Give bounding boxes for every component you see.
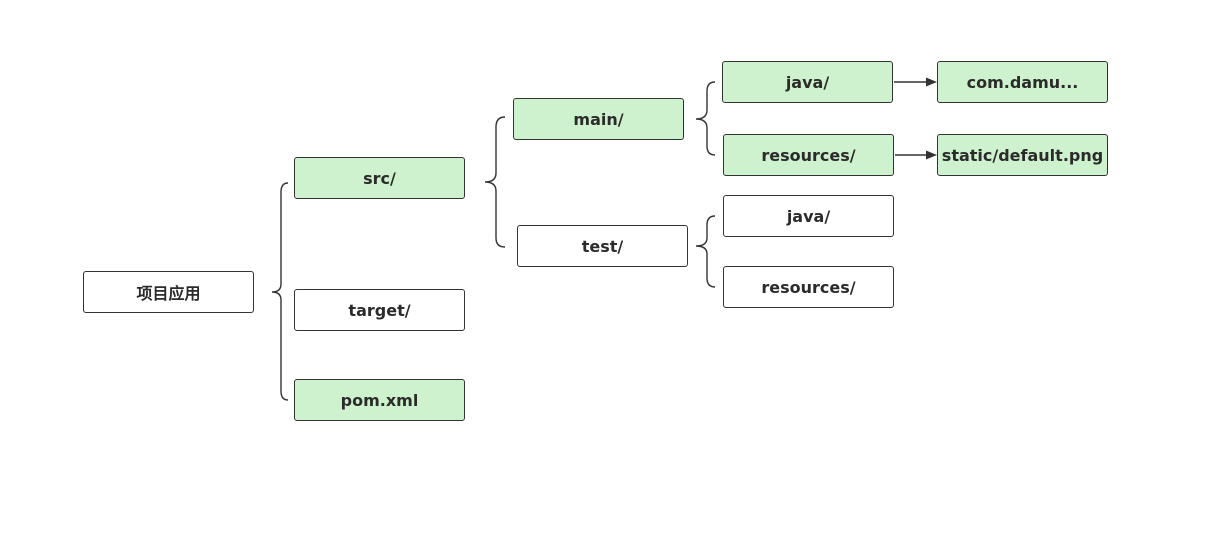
node-main-java[interactable]: java/ bbox=[722, 61, 893, 103]
node-pom-xml[interactable]: pom.xml bbox=[294, 379, 465, 421]
node-target[interactable]: target/ bbox=[294, 289, 465, 331]
brace-test-to-children bbox=[695, 215, 716, 288]
node-static-default-png[interactable]: static/default.png bbox=[937, 134, 1108, 176]
node-package[interactable]: com.damu... bbox=[937, 61, 1108, 103]
arrowhead-java-to-package bbox=[926, 77, 937, 87]
brace-root-to-children bbox=[271, 182, 289, 401]
node-test-java[interactable]: java/ bbox=[723, 195, 894, 237]
node-main-resources[interactable]: resources/ bbox=[723, 134, 894, 176]
brace-main-to-children bbox=[695, 81, 716, 156]
brace-src-to-children bbox=[484, 116, 506, 248]
node-main[interactable]: main/ bbox=[513, 98, 684, 140]
node-test[interactable]: test/ bbox=[517, 225, 688, 267]
node-src[interactable]: src/ bbox=[294, 157, 465, 199]
node-root[interactable]: 项目应用 bbox=[83, 271, 254, 313]
node-test-resources[interactable]: resources/ bbox=[723, 266, 894, 308]
arrowhead-resources-to-static bbox=[926, 150, 937, 160]
